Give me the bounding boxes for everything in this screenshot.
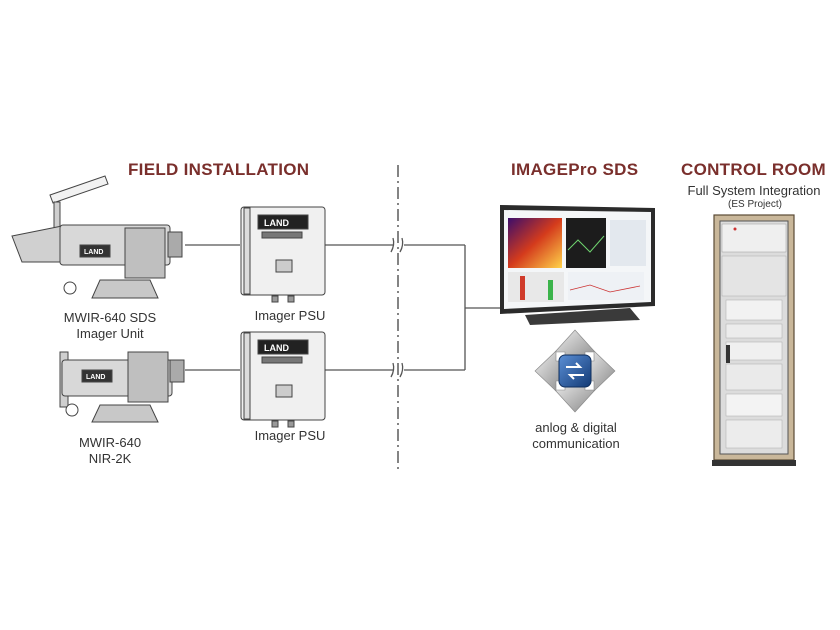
psu1-label: Imager PSU [254,308,326,323]
comm-label-line1: anlog & digital [535,420,617,435]
control-room-subtitle: Full System Integration [687,183,821,198]
connection-lines [185,237,500,378]
psu-2-icon [240,331,326,428]
psu1-brand: LAND [264,218,289,228]
comm-label-line2: communication [532,436,620,451]
imager1-label-line1: MWIR-640 SDS [63,310,157,325]
imager-unit-2-icon [59,351,185,423]
communication-arrows-icon [534,329,616,413]
imager-unit-1-icon [11,175,183,299]
psu-1-icon [240,206,326,303]
control-cabinet-icon [712,214,796,466]
imager1-brand: LAND [84,249,103,256]
psu2-label: Imager PSU [254,428,326,443]
psu2-brand: LAND [264,343,289,353]
imager2-label-line2: NIR-2K [88,451,132,466]
control-room-subnote: (ES Project) [728,199,782,210]
imager2-label-line1: MWIR-640 [78,435,142,450]
imagepro-monitor-icon [500,205,655,325]
imager2-brand: LAND [86,374,105,381]
control-room-heading: CONTROL ROOM [681,160,826,179]
imagepro-heading: IMAGEPro SDS [511,160,639,179]
field-installation-heading: FIELD INSTALLATION [128,160,310,179]
imager1-label-line2: Imager Unit [76,326,144,341]
